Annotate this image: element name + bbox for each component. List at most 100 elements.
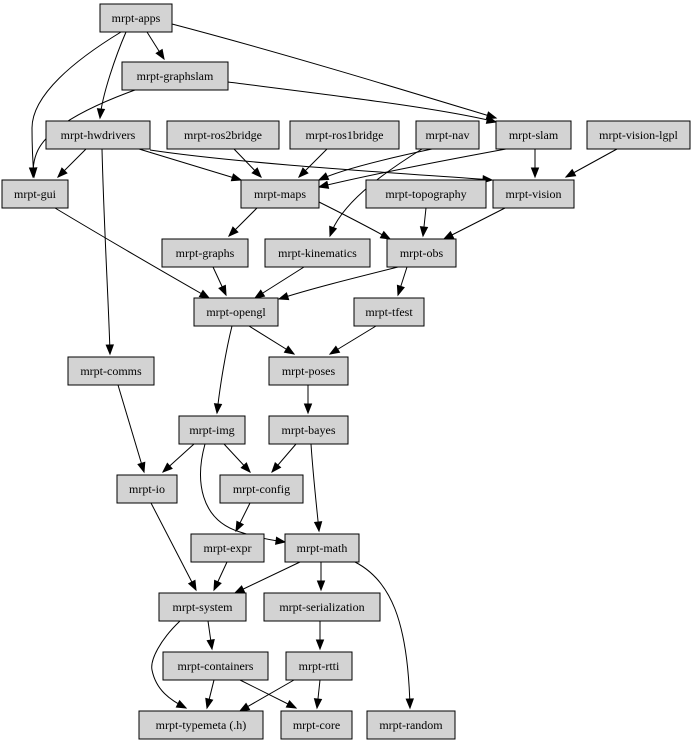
node-img[interactable]: mrpt-img [178, 415, 246, 445]
edge-graphs-to-opengl [212, 266, 227, 297]
edge-obs-to-opengl [277, 266, 399, 301]
node-ros1bridge[interactable]: mrpt-ros1bridge [289, 120, 400, 150]
node-box[interactable] [264, 238, 371, 268]
node-box[interactable] [116, 474, 178, 504]
node-comms[interactable]: mrpt-comms [67, 356, 155, 386]
edge-img-to-math [200, 443, 287, 545]
node-box[interactable] [138, 710, 264, 740]
node-serialization[interactable]: mrpt-serialization [263, 592, 381, 622]
node-box[interactable] [99, 3, 173, 33]
node-expr[interactable]: mrpt-expr [190, 533, 265, 563]
node-box[interactable] [284, 533, 360, 563]
node-box[interactable] [190, 533, 265, 563]
node-box[interactable] [365, 179, 487, 209]
node-label: mrpt-typemeta (.h) [156, 718, 247, 732]
node-box[interactable] [586, 120, 691, 150]
arrowhead [328, 345, 341, 355]
node-box[interactable] [495, 120, 572, 150]
node-containers[interactable]: mrpt-containers [162, 651, 269, 681]
edge-apps-to-gui [29, 31, 122, 179]
node-ros2bridge[interactable]: mrpt-ros2bridge [166, 120, 280, 150]
node-box[interactable] [386, 238, 457, 268]
edge-bayes-to-config [271, 443, 297, 474]
arrowhead [187, 579, 197, 592]
arrowhead [271, 462, 282, 474]
node-box[interactable] [121, 61, 229, 91]
arrowhead [316, 580, 326, 592]
node-tfest[interactable]: mrpt-tfest [353, 297, 425, 327]
node-label: mrpt-core [293, 718, 340, 732]
node-apps[interactable]: mrpt-apps [99, 3, 173, 33]
node-box[interactable] [1, 179, 69, 209]
node-slam[interactable]: mrpt-slam [495, 120, 572, 150]
edge-img-to-config [223, 443, 251, 474]
edge-topography-to-obs [419, 207, 429, 238]
node-io[interactable]: mrpt-io [116, 474, 178, 504]
arrowhead [233, 585, 246, 594]
node-typemeta[interactable]: mrpt-typemeta (.h) [138, 710, 264, 740]
arrowhead [205, 697, 214, 710]
node-random[interactable]: mrpt-random [366, 710, 456, 740]
node-box[interactable] [162, 651, 269, 681]
node-label: mrpt-random [379, 718, 443, 732]
arrowhead [240, 462, 251, 474]
arrowhead [230, 173, 243, 182]
node-label: mrpt-hwdrivers [61, 128, 136, 142]
node-label: mrpt-apps [112, 11, 161, 25]
node-box[interactable] [268, 415, 349, 445]
node-hwdrivers[interactable]: mrpt-hwdrivers [45, 120, 151, 150]
node-box[interactable] [158, 592, 247, 622]
node-box[interactable] [353, 297, 425, 327]
arrowhead [213, 579, 222, 592]
node-topography[interactable]: mrpt-topography [365, 179, 487, 209]
node-obs[interactable]: mrpt-obs [386, 238, 457, 268]
node-gui[interactable]: mrpt-gui [1, 179, 69, 209]
node-label: mrpt-graphs [176, 246, 235, 260]
node-graphslam[interactable]: mrpt-graphslam [121, 61, 229, 91]
node-box[interactable] [67, 356, 155, 386]
node-graphs[interactable]: mrpt-graphs [161, 238, 249, 268]
node-box[interactable] [178, 415, 246, 445]
node-label: mrpt-io [129, 482, 165, 496]
node-system[interactable]: mrpt-system [158, 592, 247, 622]
arrowhead [198, 289, 211, 299]
node-box[interactable] [263, 592, 381, 622]
node-rtti[interactable]: mrpt-rtti [285, 651, 353, 681]
arrowhead [57, 167, 68, 178]
node-box[interactable] [415, 120, 480, 150]
edge-graphslam-to-slam [227, 81, 498, 124]
node-label: mrpt-slam [509, 128, 559, 142]
node-poses[interactable]: mrpt-poses [268, 356, 349, 386]
node-box[interactable] [268, 356, 349, 386]
node-box[interactable] [492, 179, 575, 209]
node-box[interactable] [161, 238, 249, 268]
node-box[interactable] [240, 179, 320, 209]
arrowhead [317, 180, 330, 189]
node-box[interactable] [285, 651, 353, 681]
node-box[interactable] [45, 120, 151, 150]
edge-line [318, 148, 507, 188]
node-label: mrpt-tfest [365, 305, 413, 319]
node-box[interactable] [280, 710, 353, 740]
node-bayes[interactable]: mrpt-bayes [268, 415, 349, 445]
edges-layer [28, 23, 618, 712]
node-visionlgpl[interactable]: mrpt-vision-lgpl [586, 120, 691, 150]
node-box[interactable] [193, 297, 279, 327]
node-box[interactable] [366, 710, 456, 740]
node-opengl[interactable]: mrpt-opengl [193, 297, 279, 327]
arrowhead [137, 461, 146, 474]
node-core[interactable]: mrpt-core [280, 710, 353, 740]
node-nav[interactable]: mrpt-nav [415, 120, 480, 150]
node-box[interactable] [289, 120, 400, 150]
arrowhead [530, 167, 540, 179]
node-kinematics[interactable]: mrpt-kinematics [264, 238, 371, 268]
arrowhead [238, 702, 251, 712]
arrowhead [419, 226, 429, 238]
node-math[interactable]: mrpt-math [284, 533, 360, 563]
node-box[interactable] [219, 474, 304, 504]
node-vision[interactable]: mrpt-vision [492, 179, 575, 209]
node-label: mrpt-config [233, 482, 290, 496]
node-maps[interactable]: mrpt-maps [240, 179, 320, 209]
node-config[interactable]: mrpt-config [219, 474, 304, 504]
node-box[interactable] [166, 120, 280, 150]
